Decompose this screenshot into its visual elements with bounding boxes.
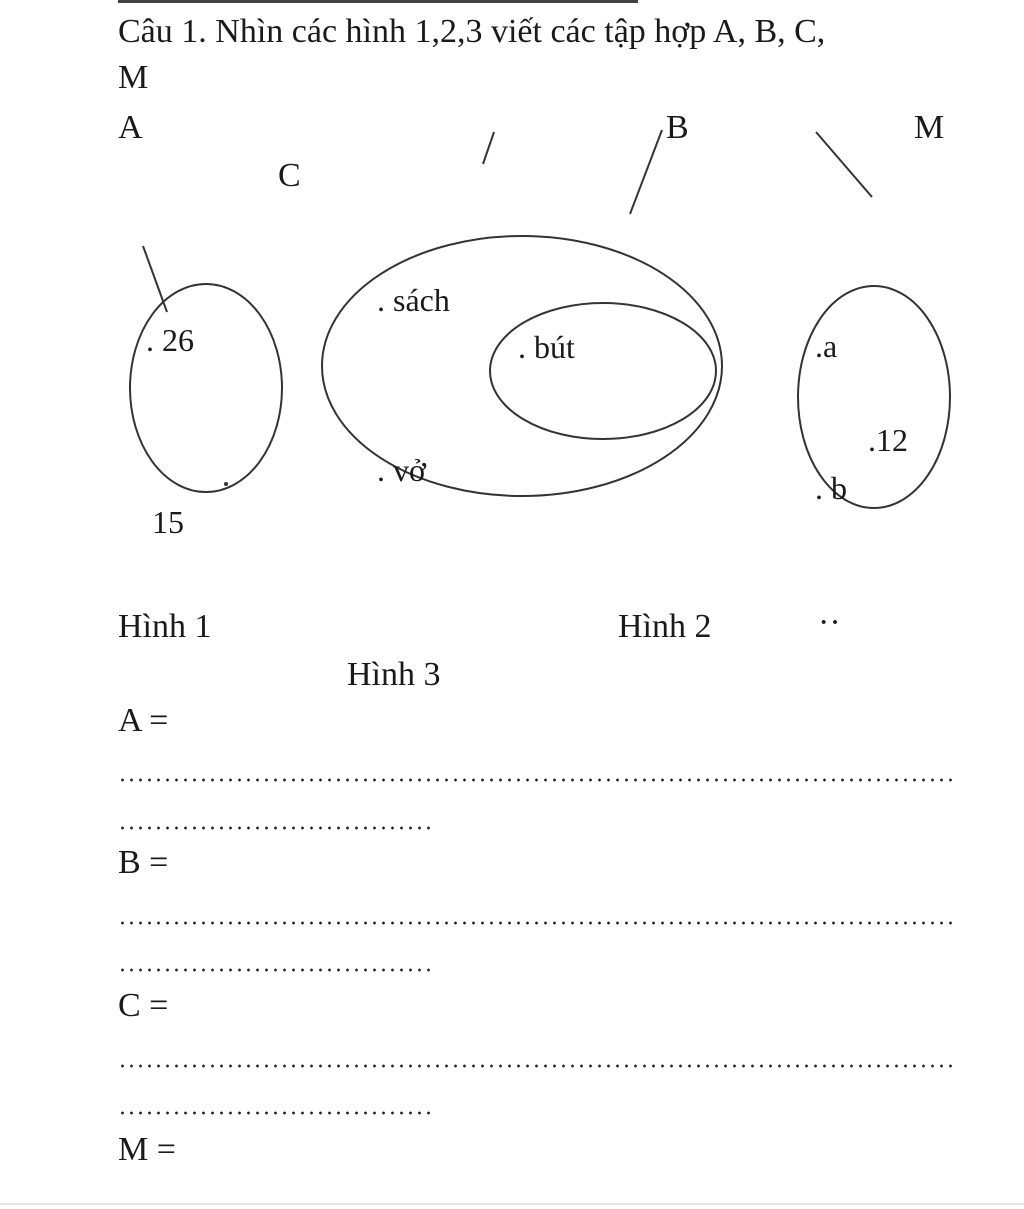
answer-label-m: M =	[118, 1131, 176, 1168]
answer-label-b: B =	[118, 844, 169, 881]
caption-marks: ··	[818, 604, 841, 641]
set-m-ellipse	[797, 285, 951, 509]
pointer-line-m	[815, 131, 873, 198]
venn-figure	[129, 129, 951, 509]
answer-label-a: A =	[118, 702, 169, 739]
element-b: . b	[815, 470, 847, 506]
pointer-line-b	[629, 129, 663, 215]
pointer-line-c	[482, 131, 495, 165]
answer-line-c-1[interactable]	[118, 1064, 958, 1068]
question-line-2: M	[118, 59, 149, 96]
answer-line-a-2[interactable]	[118, 826, 436, 830]
set-label-c: C	[278, 157, 301, 194]
element-sach: . sách	[377, 282, 450, 318]
set-c-ellipse	[489, 302, 717, 440]
question-line-1: Câu 1. Nhìn các hình 1,2,3 viết các tập …	[118, 13, 826, 50]
answer-line-b-1[interactable]	[118, 921, 958, 925]
answer-label-c: C =	[118, 987, 169, 1024]
set-b-ellipse	[321, 235, 723, 497]
answer-line-c-2[interactable]	[118, 1111, 436, 1115]
set-label-a: A	[118, 109, 143, 146]
element-but: . bút	[518, 329, 575, 365]
caption-hinh-1: Hình 1	[118, 608, 212, 645]
element-vo: . vở	[377, 452, 426, 488]
answer-line-a-1[interactable]	[118, 778, 958, 782]
element-a: .a	[815, 328, 838, 364]
top-border-left	[118, 0, 638, 3]
set-a-ellipse	[129, 283, 283, 493]
caption-hinh-2: Hình 2	[618, 608, 712, 645]
element-dot-15	[224, 482, 228, 486]
element-12: .12	[868, 422, 908, 458]
element-15: 15	[152, 504, 184, 540]
element-26: . 26	[146, 322, 194, 358]
caption-hinh-3: Hình 3	[347, 656, 441, 693]
answer-line-b-2[interactable]	[118, 968, 436, 972]
pointer-line-a	[142, 245, 168, 313]
set-label-m: M	[914, 109, 945, 146]
page-bottom-edge	[0, 1203, 1024, 1205]
set-label-b: B	[666, 109, 689, 146]
